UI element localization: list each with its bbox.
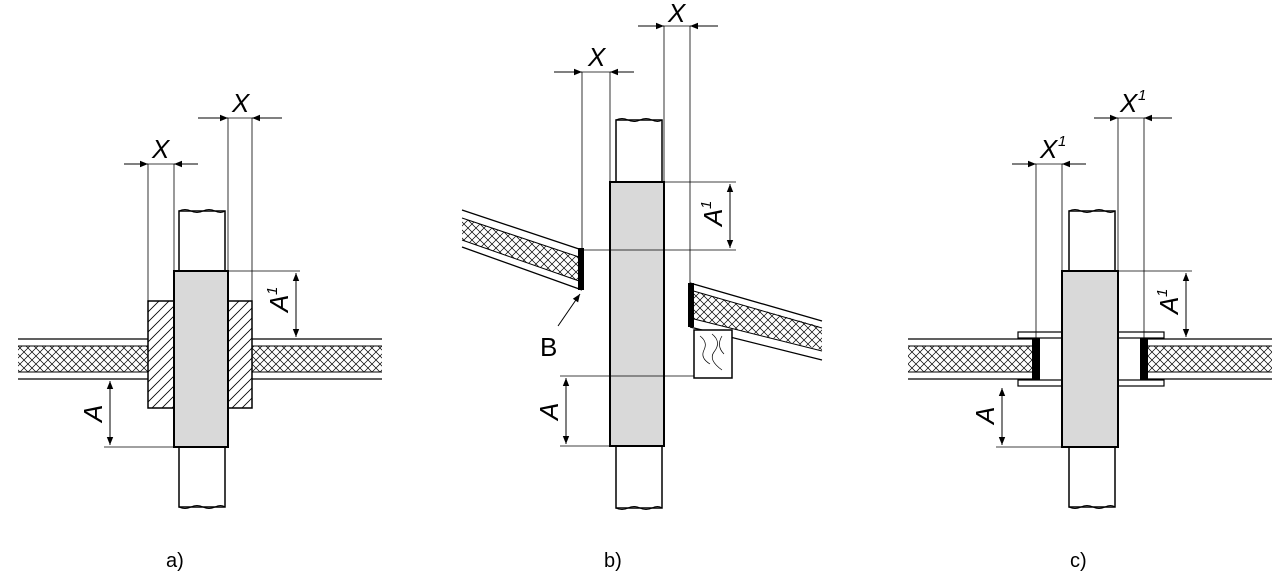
collar-right (227, 300, 253, 409)
caption-b: b) (604, 550, 622, 572)
callout-b-label: B (540, 332, 557, 362)
dim-a1-superscript: 1 (264, 287, 281, 295)
insulated-panel-left (908, 338, 1032, 380)
figure-a: X X A 1 A a) (18, 88, 382, 572)
sleeve (609, 181, 665, 447)
dim-a1-label: A (698, 209, 728, 228)
dim-a-label: A (78, 405, 108, 424)
sloped-panel-right (688, 282, 823, 361)
dim-x-left-label: X (151, 134, 171, 164)
dim-x-right-label: X (231, 88, 251, 118)
flue-pipe-top (178, 210, 226, 272)
insulated-panel-right (252, 338, 382, 380)
seal-left (1032, 338, 1040, 380)
dim-x-right-label: X (667, 0, 687, 28)
dim-a-label: A (970, 407, 1000, 426)
dim-x1-left-label: X (1039, 134, 1059, 164)
dim-a-label: A (534, 403, 564, 422)
dim-x-left-label: X (587, 42, 607, 72)
sleeve (173, 270, 229, 448)
dim-x1-right-superscript: 1 (1138, 87, 1146, 104)
dim-a1-superscript: 1 (698, 201, 715, 209)
sloped-panel-left (461, 209, 584, 291)
flue-pipe-bottom (178, 446, 226, 508)
flue-pipe-bottom (1068, 446, 1116, 508)
insulated-panel-left (18, 338, 148, 380)
flue-pipe-top (1068, 210, 1116, 272)
collar-left (147, 300, 175, 409)
dim-x1-left-superscript: 1 (1058, 133, 1066, 150)
figure-c: X 1 X 1 A 1 A c) (908, 87, 1272, 572)
seal-right (1140, 338, 1148, 380)
dim-a1-label: A (264, 295, 294, 314)
dim-a1-label: A (1154, 297, 1184, 316)
timber-block (693, 329, 733, 379)
caption-c: c) (1070, 550, 1087, 572)
flue-pipe-bottom (615, 445, 663, 509)
dim-x1-right-label: X (1119, 88, 1139, 118)
sleeve (1061, 270, 1119, 448)
callout-b-leader (557, 293, 581, 327)
flue-pipe-top (615, 119, 663, 183)
insulated-panel-right (1142, 338, 1272, 380)
figure-b: X X A 1 A B b) (461, 0, 823, 572)
caption-a: a) (166, 550, 184, 572)
dim-a1-superscript: 1 (1154, 289, 1171, 297)
